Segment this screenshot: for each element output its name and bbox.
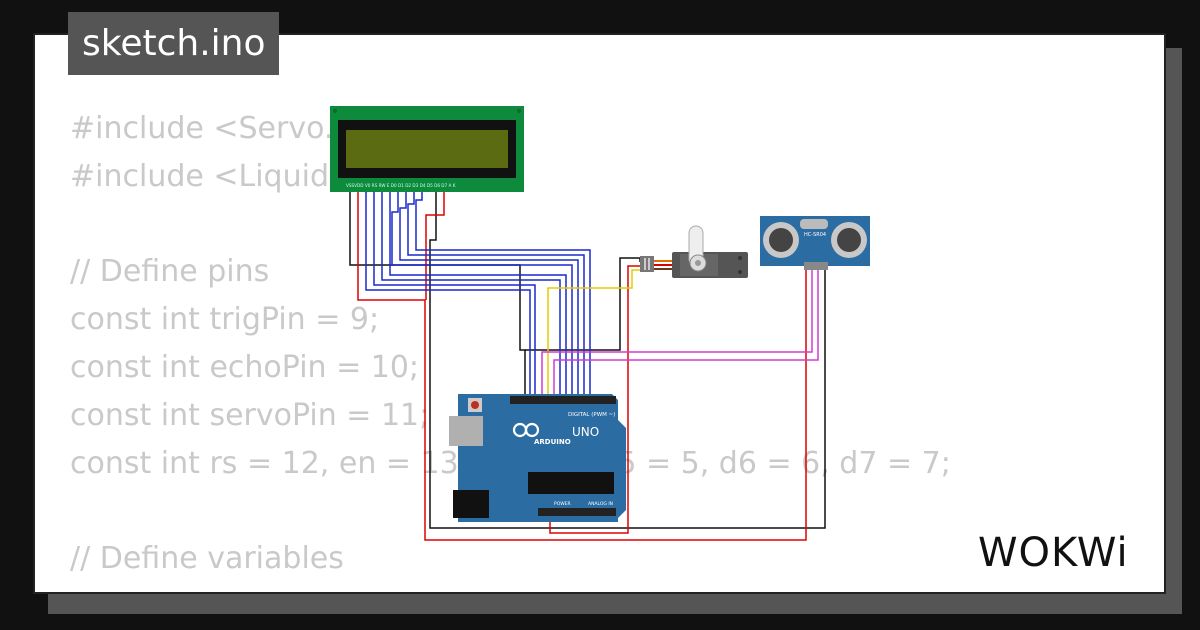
sketch-filename-tag: sketch.ino <box>68 12 280 75</box>
atmega-chip <box>528 472 614 494</box>
power-label: POWER <box>554 501 571 507</box>
ultrasonic-sensor[interactable]: HC-SR04 <box>760 216 870 270</box>
code-line: // Define pins <box>70 254 270 290</box>
arduino-uno-board[interactable]: DIGITAL (PWM ~) ARDUINO UNO POWER ANALOG… <box>449 394 626 522</box>
lcd-screen <box>346 130 508 168</box>
code-line: const int trigPin = 9; <box>70 302 380 338</box>
lcd-pin-labels: VSSVDD V0 RS RW E D0 D1 D2 D3 D4 D5 D6 D… <box>346 183 456 188</box>
ultrasonic-label: HC-SR04 <box>804 232 826 238</box>
wokwi-logo: WOKWi <box>978 530 1129 576</box>
servo-motor[interactable] <box>640 225 748 278</box>
code-line: const int echoPin = 10; <box>70 349 420 385</box>
power-analog-header <box>538 508 616 516</box>
code-line: long duration; <box>70 583 951 592</box>
digital-header <box>510 396 616 404</box>
lcd-display[interactable]: VSSVDD V0 RS RW E D0 D1 D2 D3 D4 D5 D6 D… <box>330 106 524 192</box>
code-line: const int servoPin = 11; <box>70 397 430 433</box>
arduino-brand: ARDUINO <box>534 438 571 446</box>
arduino-model: UNO <box>572 425 599 439</box>
code-line: // Define variables <box>70 541 344 577</box>
analog-label: ANALOG IN <box>588 501 613 507</box>
usb-port <box>449 416 483 446</box>
wires <box>349 190 826 541</box>
reset-button[interactable] <box>471 401 479 409</box>
digital-label: DIGITAL (PWM ~) <box>568 412 615 418</box>
wokwi-logo-text: WOKWi <box>978 530 1129 576</box>
power-jack <box>453 490 489 518</box>
